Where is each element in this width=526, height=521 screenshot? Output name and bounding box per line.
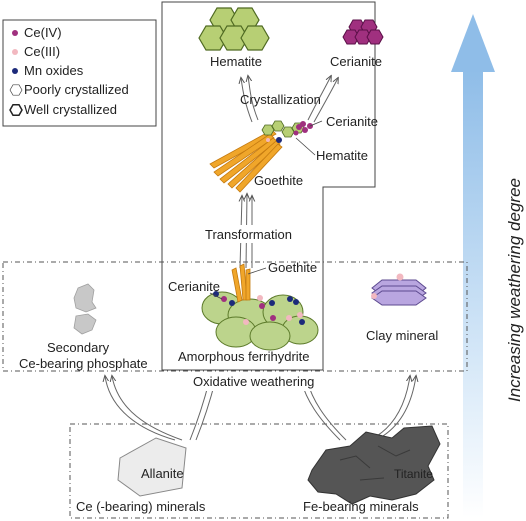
main-panel-outline [161, 1, 376, 371]
hematite-top-label: Hematite [210, 54, 262, 69]
titanite-label: Titanite [394, 467, 433, 481]
allanite-label: Allanite [141, 466, 184, 481]
titanite-texture [339, 445, 411, 481]
mn-oxide-dot-icon [12, 68, 18, 74]
well-hexagon-icon [9, 104, 23, 116]
legend: Ce(IV) Ce(III) Mn oxides Poorly crystall… [2, 19, 157, 127]
crystallization-arrow-right2-icon [313, 78, 338, 123]
crystallization-arrow-right-icon [307, 76, 331, 121]
cerianite-leader [309, 120, 323, 127]
goethite-sprout-icon [231, 263, 251, 303]
goethite-low-label: Goethite [268, 260, 317, 275]
goethite-low-leader [247, 267, 267, 275]
poorly-hexagon-icon [9, 84, 23, 96]
goethite-needles-icon [209, 129, 283, 193]
ce3-dot-icon [12, 49, 18, 55]
crystallization-arrow-left2-icon [241, 78, 253, 123]
hematite-leader [295, 137, 316, 156]
weathering-axis-label: Increasing weathering degree [505, 178, 524, 402]
clay-mineral-icon [371, 273, 427, 306]
oxidative-weathering-label: Oxidative weathering [193, 374, 314, 389]
middle-panel-outline [2, 261, 468, 372]
cerianite-crystal-icon [342, 19, 384, 45]
ce4-dot-icon [12, 30, 18, 36]
cerianite-low-label: Cerianite [168, 279, 220, 294]
weathering-label-bg [186, 373, 342, 391]
ce-minerals-label: Ce (-bearing) minerals [76, 499, 206, 514]
hematite-crystal-icon [198, 7, 270, 51]
weathering-axis-arrow [451, 14, 495, 518]
secondary-label-line2: Ce-bearing phosphate [19, 356, 148, 371]
cerianite-top-label: Cerianite [330, 54, 382, 69]
legend-mn: Mn oxides [24, 63, 84, 78]
secondary-label-line1: Secondary [47, 340, 110, 355]
crystallization-label: Crystallization [240, 92, 321, 107]
ferrihydrite-label: Amorphous ferrihydrite [178, 349, 310, 364]
transformation-label-bg [200, 225, 310, 243]
small-crystal-cluster-icon [261, 120, 313, 143]
hematite-mid-label: Hematite [316, 148, 368, 163]
ion-dots [213, 291, 305, 325]
legend-well: Well crystallized [24, 102, 117, 117]
allanite-grain-icon [117, 437, 187, 497]
cerianite-low-leader [209, 292, 223, 300]
legend-poorly: Poorly crystallized [24, 82, 129, 97]
legend-ce3: Ce(III) [24, 44, 60, 59]
crystallization-arrow-left-icon [248, 76, 259, 121]
legend-ce4: Ce(IV) [24, 25, 62, 40]
phosphate-grains-icon [73, 283, 97, 335]
titanite-grain-icon [307, 425, 441, 505]
fe-minerals-label: Fe-bearing minerals [303, 499, 419, 514]
goethite-top-label: Goethite [254, 173, 303, 188]
transformation-label: Transformation [205, 227, 292, 242]
cerianite-mid-label: Cerianite [326, 114, 378, 129]
bottom-panel-outline [69, 423, 449, 519]
clay-label: Clay mineral [366, 328, 438, 343]
